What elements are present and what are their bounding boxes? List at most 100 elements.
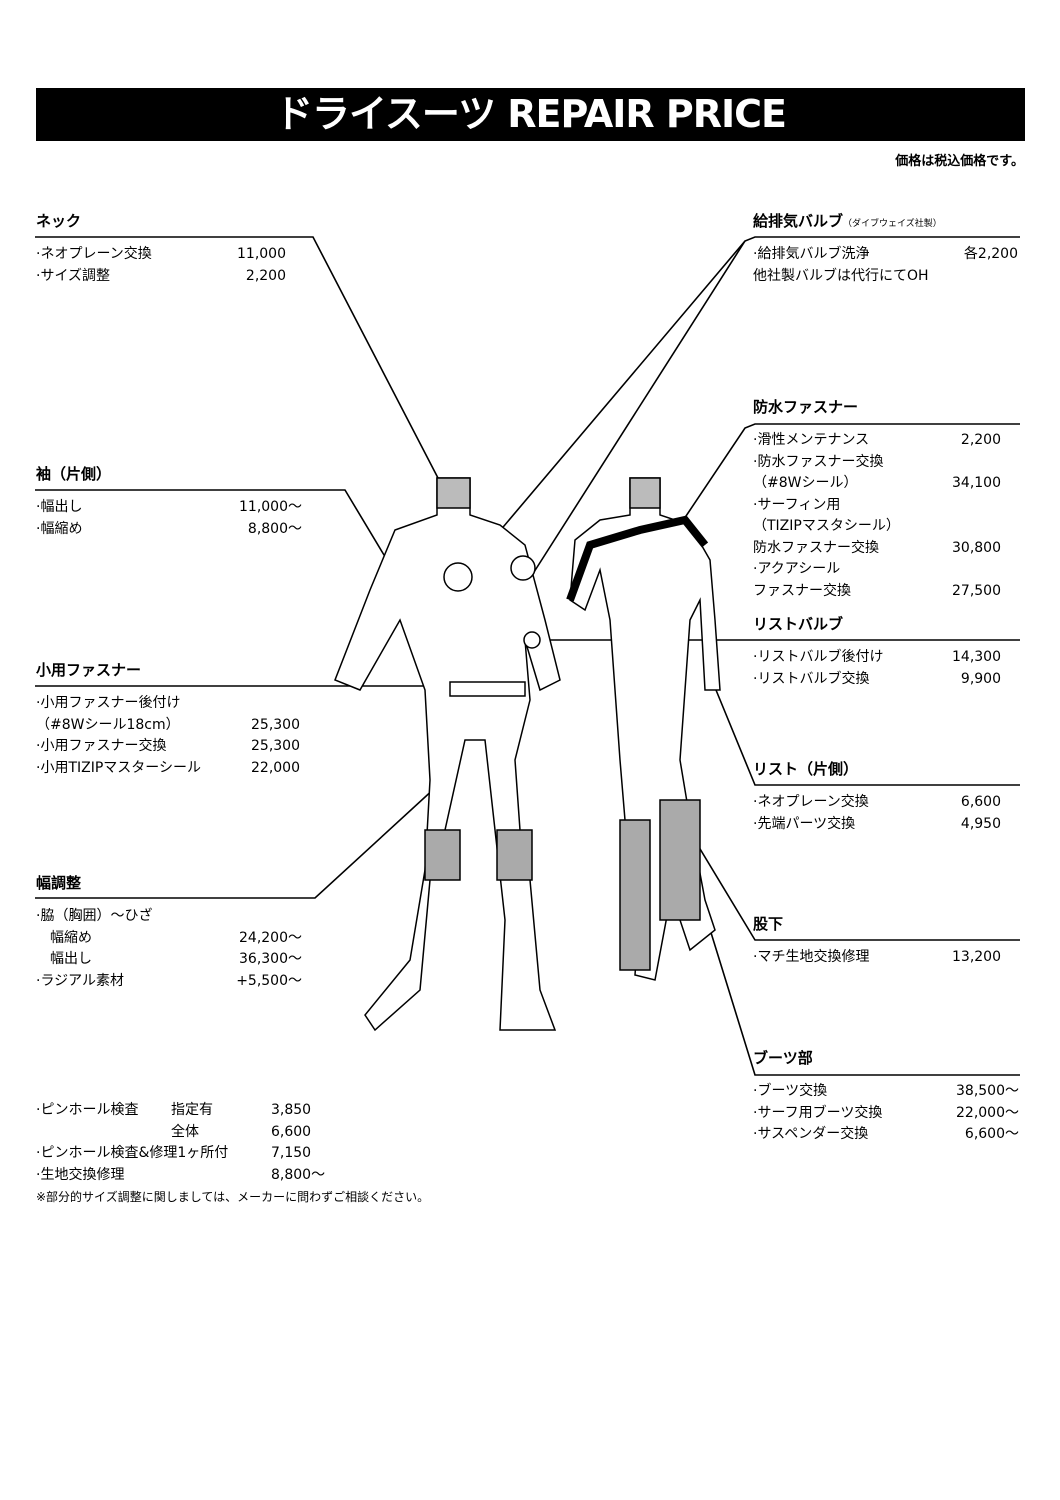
section-valve: 給排気バルブ（ダイブウェイズ社製） ·給排気バルブ洗浄 各2,200 他社製バルブ…	[753, 210, 1018, 287]
item-label: （#8Wシール）	[753, 475, 858, 491]
page-title: ドライスーツ REPAIR PRICE	[36, 88, 1025, 141]
item-price: 27,500	[952, 582, 1001, 599]
item-price: 6,600	[960, 794, 1001, 810]
item-price: +5,500～	[236, 972, 302, 989]
item-label: ·ピンホール検査&修理1ヶ所付	[36, 1145, 229, 1161]
price-row: （#8Wシール18cm）25,300	[36, 715, 300, 737]
price-row: ·サーフ用ブーツ交換 22,000～	[753, 1103, 1019, 1125]
price-row: ·脇（胸囲）～ひざ	[36, 906, 302, 928]
price-row: （#8Wシール） 34,100	[753, 473, 1001, 495]
tax-note: 価格は税込価格です。	[895, 154, 1024, 169]
item-label: ·防水ファスナー交換	[753, 453, 884, 470]
footer-note: ※部分的サイズ調整に関しましては、メーカーに問わずご相談ください。	[36, 1190, 430, 1204]
item-price: 11,000	[237, 246, 286, 262]
section-title: 給排気バルブ（ダイブウェイズ社製）	[753, 210, 1018, 230]
section-title: 防水ファスナー	[753, 398, 859, 416]
item-label: ·ラジアル素材	[36, 972, 125, 989]
item-label: ·先端パーツ交換	[753, 815, 856, 832]
price-row: ·サーフィン用	[753, 495, 1001, 517]
item-label: ·小用ファスナー後付け	[36, 695, 181, 711]
item-price: 6,600	[271, 1123, 312, 1140]
item-price: 7,150	[271, 1145, 312, 1161]
item-label: ·滑性メンテナンス	[753, 432, 870, 448]
price-row: ·サイズ調整 2,200	[36, 266, 286, 288]
item-label: ·給排気バルブ洗浄	[753, 246, 870, 262]
item-label	[36, 1122, 171, 1144]
section-title: リストバルブ	[753, 615, 844, 633]
section-title: 幅調整	[36, 874, 82, 892]
item-label: 幅縮め	[36, 929, 92, 946]
item-price: 38,500～	[956, 1083, 1019, 1099]
item-label: ·ネオプレーン交換	[36, 246, 152, 262]
drysuit-back-drawing	[566, 477, 721, 981]
section-title: 小用ファスナー	[36, 661, 142, 679]
item-price: 14,300	[952, 649, 1001, 665]
item-label: ·マチ生地交換修理	[753, 949, 870, 965]
item-price: 3,850	[271, 1102, 312, 1118]
item-label: ·小用ファスナー交換	[36, 738, 167, 754]
item-price: 36,300～	[239, 951, 302, 967]
price-row: ·アクアシール	[753, 559, 1001, 581]
item-price: 2,200	[960, 432, 1001, 448]
item-label: ·ピンホール検査	[36, 1102, 139, 1118]
item-label: 幅出し	[36, 951, 92, 967]
item-label: ·サスペンダー交換	[753, 1126, 869, 1142]
item-label: ·リストバルブ交換	[753, 670, 870, 687]
price-row: ·ラジアル素材 +5,500～	[36, 971, 302, 993]
item-price: 22,000～	[956, 1104, 1019, 1121]
item-sub: 指定有	[171, 1102, 213, 1118]
title-sub: （ダイブウェイズ社製）	[843, 219, 942, 229]
item-price: 2,200	[245, 267, 286, 284]
item-label: ·アクアシール	[753, 561, 841, 577]
item-price: 8,800～	[247, 520, 302, 537]
price-row: ·ピンホール検査&修理1ヶ所付 7,150	[36, 1143, 429, 1165]
title-text: 給排気バルブ	[753, 212, 844, 230]
item-label: ·サーフ用ブーツ交換	[753, 1104, 883, 1121]
section-neck: ネック ·ネオプレーン交換 11,000 ·サイズ調整 2,200	[36, 210, 286, 287]
price-row: ·ピンホール検査 指定有 3,850	[36, 1100, 429, 1122]
item-price: 13,200	[952, 949, 1001, 965]
item-price: 各2,200	[963, 246, 1018, 262]
item-price: 22,000	[251, 759, 300, 776]
price-row: ·防水ファスナー交換	[753, 452, 1001, 474]
price-row: ·マチ生地交換修理 13,200	[753, 947, 1001, 969]
section-title: ネック	[36, 212, 82, 230]
item-label: ·サイズ調整	[36, 267, 111, 284]
item-price: 34,100	[952, 475, 1001, 491]
item-label: ·幅縮め	[36, 520, 83, 537]
item-price: 30,800	[952, 539, 1001, 556]
item-label: ファスナー交換	[753, 582, 851, 599]
item-label: 他社製バルブは代行にてOH	[753, 267, 929, 284]
item-price: 25,300	[251, 716, 300, 733]
price-row: 幅出し 36,300～	[36, 949, 302, 971]
item-label: ·ブーツ交換	[753, 1083, 828, 1099]
price-row: ·小用ファスナー後付け	[36, 693, 300, 715]
price-row: ·ネオプレーン交換 11,000	[36, 244, 286, 266]
price-row: ·滑性メンテナンス 2,200	[753, 430, 1001, 452]
item-price: 9,900	[960, 670, 1001, 687]
section-title: リスト（片側）	[753, 760, 859, 778]
section-title: 股下	[753, 915, 784, 933]
price-row: ·幅縮め 8,800～	[36, 519, 302, 541]
price-row: （TIZIPマスタシール）	[753, 516, 1001, 538]
price-row: 他社製バルブは代行にてOH	[753, 266, 1018, 288]
item-price: 11,000～	[239, 499, 302, 515]
price-row: ·リストバルブ交換 9,900	[753, 669, 1001, 691]
